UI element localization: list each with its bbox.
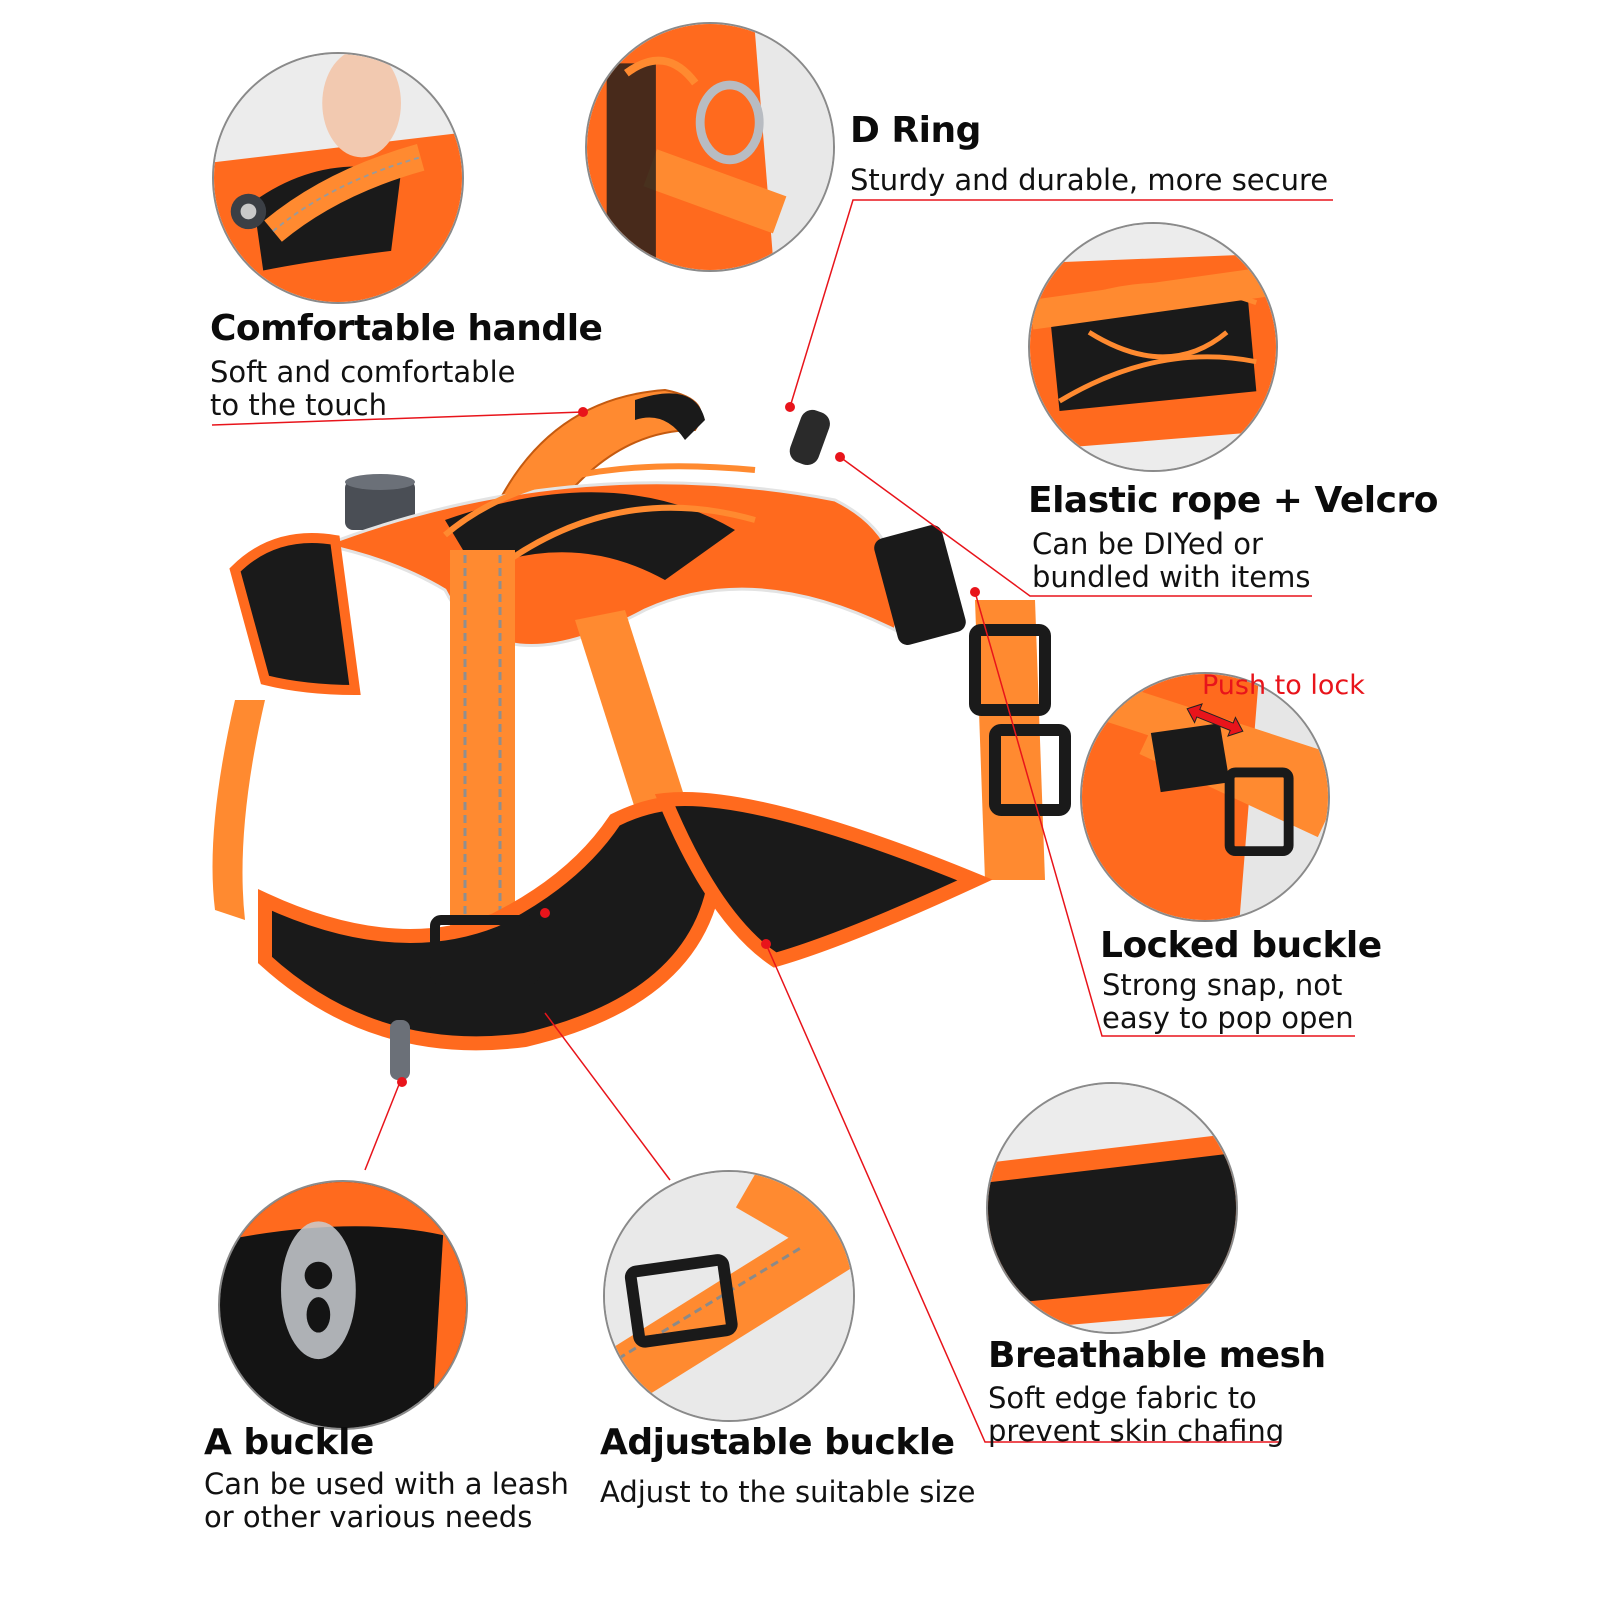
a-buckle-closeup-icon — [220, 1182, 466, 1428]
feature-desc-line: or other various needs — [204, 1500, 533, 1534]
a-buckle-closeup-image — [218, 1180, 468, 1430]
feature-title: Breathable mesh — [988, 1335, 1326, 1376]
feature-desc-line: Soft edge fabric to — [988, 1381, 1257, 1415]
feature-title: D Ring — [850, 110, 981, 151]
adjustable-buckle-closeup-image — [603, 1170, 855, 1422]
buckle-closeup-icon — [1082, 674, 1328, 920]
feature-title: Adjustable buckle — [600, 1422, 955, 1463]
feature-desc-line: to the touch — [210, 388, 387, 422]
mesh-closeup-icon — [988, 1084, 1236, 1332]
harness-product-image — [195, 360, 1115, 1100]
handle-closeup-icon — [214, 54, 462, 302]
push-to-lock-note: Push to lock — [1202, 670, 1365, 701]
handle-closeup-image — [212, 52, 464, 304]
feature-desc-line: Sturdy and durable, more secure — [850, 163, 1329, 197]
feature-desc-line: prevent skin chafing — [988, 1414, 1285, 1448]
d-ring-closeup-icon — [587, 24, 833, 270]
feature-desc-line: bundled with items — [1032, 560, 1311, 594]
feature-title: Comfortable handle — [210, 308, 603, 349]
feature-title: Locked buckle — [1100, 925, 1382, 966]
feature-desc-line: Soft and comfortable — [210, 355, 516, 389]
buckle-closeup-image — [1080, 672, 1330, 922]
mesh-closeup-image — [986, 1082, 1238, 1334]
feature-desc-line: Strong snap, not — [1102, 968, 1343, 1002]
feature-desc-line: easy to pop open — [1102, 1001, 1354, 1035]
feature-desc-line: Can be DIYed or — [1032, 527, 1263, 561]
adjustable-buckle-closeup-icon — [605, 1172, 853, 1420]
feature-title: A buckle — [204, 1422, 374, 1463]
feature-desc-line: Adjust to the suitable size — [600, 1475, 976, 1509]
dog-harness-icon — [212, 388, 1071, 1087]
feature-desc-line: Can be used with a leash — [204, 1467, 569, 1501]
feature-title: Elastic rope + Velcro — [1028, 480, 1438, 521]
d-ring-closeup-image — [585, 22, 835, 272]
